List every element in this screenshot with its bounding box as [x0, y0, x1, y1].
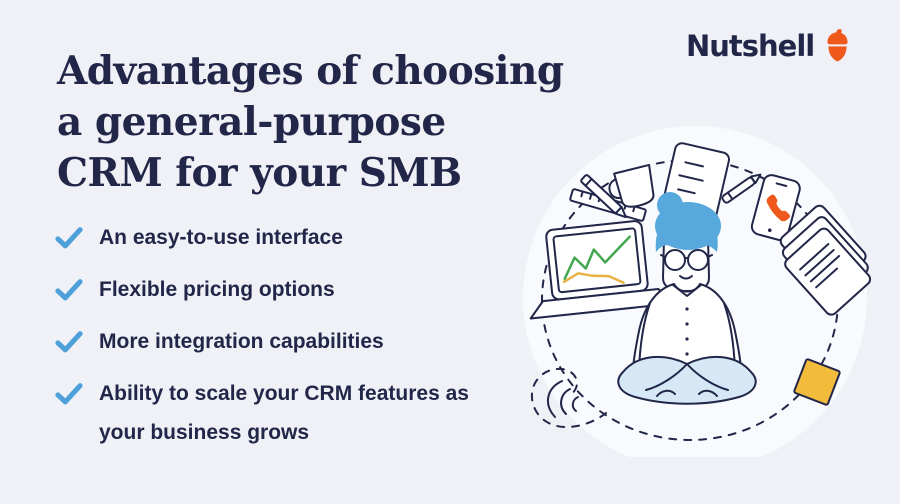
list-item: More integration capabilities [55, 322, 509, 361]
leg-cross-lines [645, 363, 729, 391]
smartphone-call-icon [750, 174, 801, 241]
title-line-3: CRM for your SMB [57, 150, 462, 196]
paper-stack-icon [779, 204, 872, 316]
signal-arcs-icon [546, 380, 579, 418]
list-item-label: An easy-to-use interface [99, 226, 343, 249]
list-item: Ability to scale your CRM features as yo… [55, 374, 509, 452]
list-item-label: More integration capabilities [99, 330, 384, 353]
smile [679, 275, 693, 280]
advantages-checklist: An easy-to-use interface Flexible pricin… [55, 218, 509, 465]
sticky-note-icon [793, 358, 841, 406]
list-item: An easy-to-use interface [55, 218, 509, 257]
meditating-person-illustration [523, 126, 872, 457]
title-line-2: a general-purpose [57, 99, 446, 145]
checkmark-icon [55, 227, 83, 249]
pencil-icon [580, 174, 627, 219]
checkmark-icon [55, 331, 83, 353]
crossed-legs [617, 355, 757, 405]
collar [672, 284, 702, 297]
list-item: Flexible pricing options [55, 270, 509, 309]
shirt [632, 283, 742, 372]
hair [655, 192, 721, 252]
list-item-label: Flexible pricing options [99, 278, 335, 301]
laptop-chart-icon [529, 220, 675, 320]
meditating-person [617, 192, 757, 405]
checkmark-icon [55, 383, 83, 405]
page-title: Advantages of choosing a general-purpose… [57, 46, 617, 199]
checkmark-icon [55, 279, 83, 301]
glasses-icon [660, 249, 713, 271]
feet-lines [656, 389, 718, 397]
nutshell-logo: Nutshell [686, 28, 853, 63]
coffee-mug-icon [608, 163, 655, 208]
acorn-icon [827, 29, 848, 62]
shirt-buttons [685, 307, 689, 356]
title-line-1: Advantages of choosing [57, 48, 564, 94]
pen-icon [721, 173, 762, 204]
list-item-label: Ability to scale your CRM features as yo… [99, 382, 469, 444]
logo-wordmark: Nutshell [686, 28, 815, 63]
